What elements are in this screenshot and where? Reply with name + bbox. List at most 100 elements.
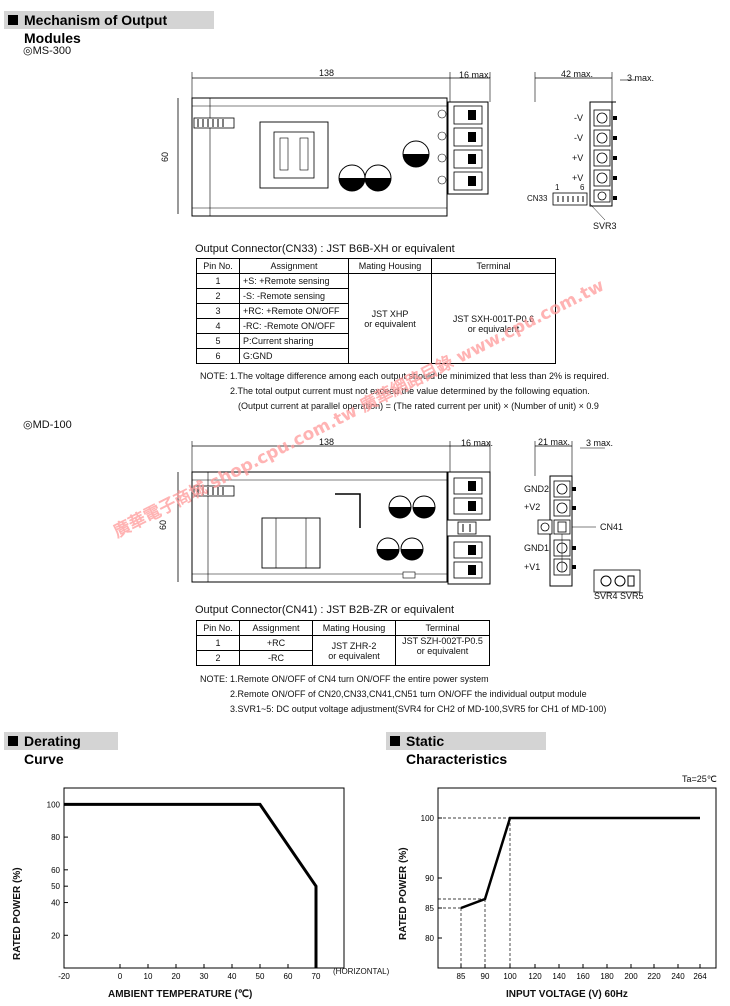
- connector-table-cn41: Pin No. Assignment Mating Housing Termin…: [196, 620, 490, 666]
- connector-title-cn41: Output Connector(CN41) : JST B2B-ZR or e…: [195, 604, 455, 616]
- table-row: 2 -RC: [196, 650, 490, 666]
- md100-module-drawing: [177, 441, 641, 593]
- table-row: 3+RC: +Remote ON/OFF: [196, 303, 556, 319]
- section-header-derating: Derating Curve: [4, 732, 118, 767]
- note-ms300-2: 2.The total output current must not exce…: [230, 386, 590, 396]
- pin-cell: 1: [196, 635, 240, 651]
- note-md100-2: 2.Remote ON/OFF of CN20,CN33,CN41,CN51 t…: [230, 689, 587, 699]
- static-series-line: [460, 816, 700, 910]
- assign-cell: +S: +Remote sensing: [239, 273, 349, 289]
- x-tick-label: 0: [118, 972, 123, 981]
- x-tick-label: 40: [228, 972, 237, 981]
- terminal-line-1: JST SZH-002T-P0.5: [402, 636, 483, 646]
- table-header-row: Pin No. Assignment Mating Housing Termin…: [196, 620, 490, 636]
- dim-side-width-ms300: 42 max.: [561, 69, 594, 79]
- terminal-line-2: or equivalent: [467, 324, 520, 334]
- pin-cell: 2: [196, 288, 240, 304]
- assign-cell: -RC: [239, 650, 313, 666]
- ms300-module-drawing: [177, 72, 635, 221]
- x-tick-label: 140: [552, 972, 566, 981]
- pin-cell: 2: [196, 650, 240, 666]
- dim-side-depth-ms300: 3 max.: [627, 73, 655, 83]
- section-title: Derating Curve: [24, 733, 81, 767]
- static-xlabel: INPUT VOLTAGE (V) 60Hz: [506, 989, 628, 1000]
- assign-cell: -RC: -Remote ON/OFF: [239, 318, 349, 334]
- x-tick-label: 220: [647, 972, 661, 981]
- y-tick-label: 90: [425, 874, 434, 883]
- pin-cell: 6: [196, 348, 240, 364]
- plot-frame: [63, 787, 345, 969]
- terminal-line-1: JST SXH-001T-P0.6: [452, 314, 535, 324]
- cn33-pin-first: 1: [555, 183, 560, 192]
- x-tick-label: 120: [528, 972, 542, 981]
- x-tick-label: 85: [457, 972, 466, 981]
- x-tick-label: 240: [671, 972, 685, 981]
- model-label-md100: ◎MD-100: [23, 419, 72, 431]
- derating-x-suffix: (HORIZONTAL): [333, 967, 390, 976]
- dim-height-ms300: 60: [160, 151, 171, 163]
- md100-side-label-v2: +V2: [524, 502, 541, 512]
- svr3-label: SVR3: [593, 221, 617, 231]
- cn41-label: CN41: [600, 522, 624, 532]
- connector-table-cn33: Pin No. Assignment Mating Housing Termin…: [196, 258, 556, 364]
- derating-xlabel: AMBIENT TEMPERATURE (℃): [108, 989, 253, 1000]
- x-tick-label: 200: [624, 972, 638, 981]
- housing-line-2: or equivalent: [364, 318, 416, 329]
- dim-side-depth-md100: 3 max.: [586, 438, 614, 448]
- static-ylabel: RATED POWER (%): [398, 847, 409, 940]
- pin-cell: 5: [196, 333, 240, 349]
- assign-cell: P:Current sharing: [239, 333, 349, 349]
- assign-cell: +RC: [239, 635, 313, 651]
- section-bullet: [390, 736, 400, 746]
- assign-cell: +RC: +Remote ON/OFF: [239, 303, 349, 319]
- derating-series-line: [64, 802, 318, 968]
- dim-side-width-md100: 21 max.: [538, 437, 571, 447]
- model-label-ms300: ◎MS-300: [23, 45, 72, 57]
- x-tick-label: 180: [600, 972, 614, 981]
- x-tick-label: 100: [503, 972, 517, 981]
- header-housing: Mating Housing: [348, 258, 432, 274]
- side-label-4: +V: [572, 173, 584, 183]
- section-bullet: [8, 15, 18, 25]
- md100-side-label-v1: +V1: [524, 562, 541, 572]
- md100-side-label-gnd2: GND2: [524, 484, 550, 494]
- y-tick-label: 80: [51, 833, 60, 842]
- md100-side-label-gnd1: GND1: [524, 543, 550, 553]
- cn33-pin-last: 6: [580, 183, 585, 192]
- table-header-row: Pin No. Assignment Mating Housing Termin…: [196, 258, 556, 274]
- x-tick-label: -20: [58, 972, 70, 981]
- dim-length-ms300: 138: [319, 68, 335, 78]
- x-tick-label: 160: [576, 972, 590, 981]
- note-ms300-1: NOTE: 1.The voltage difference among eac…: [200, 371, 610, 381]
- cn33-label: CN33: [527, 194, 548, 203]
- y-tick-label: 100: [47, 800, 61, 809]
- connector-title-cn33: Output Connector(CN33) : JST B6B-XH or e…: [195, 243, 455, 255]
- side-label-3: +V: [572, 153, 584, 163]
- header-assignment: Assignment: [239, 258, 349, 274]
- y-tick-label: 100: [421, 814, 435, 823]
- note-md100-1: NOTE: 1.Remote ON/OFF of CN4 turn ON/OFF…: [200, 674, 489, 684]
- y-tick-label: 80: [425, 934, 434, 943]
- housing-line-1: JST ZHR-2: [331, 640, 377, 651]
- header-pin: Pin No.: [196, 258, 240, 274]
- y-tick-label: 50: [51, 882, 60, 891]
- header-terminal: Terminal: [395, 620, 490, 636]
- terminal-line-2: or equivalent: [416, 646, 469, 656]
- static-ta-label: Ta=25℃: [682, 774, 717, 784]
- pin-cell: 3: [196, 303, 240, 319]
- header-assignment: Assignment: [239, 620, 313, 636]
- dim-length-md100: 138: [319, 437, 335, 447]
- section-bullet: [8, 736, 18, 746]
- dim-depth-ms300: 16 max.: [459, 70, 492, 80]
- side-label-1: -V: [574, 113, 583, 123]
- x-tick-label: 70: [312, 972, 321, 981]
- note-md100-3: 3.SVR1~5: DC output voltage adjustment(S…: [230, 704, 607, 714]
- dim-depth-md100: 16 max.: [461, 438, 494, 448]
- plot-frame: [437, 787, 717, 969]
